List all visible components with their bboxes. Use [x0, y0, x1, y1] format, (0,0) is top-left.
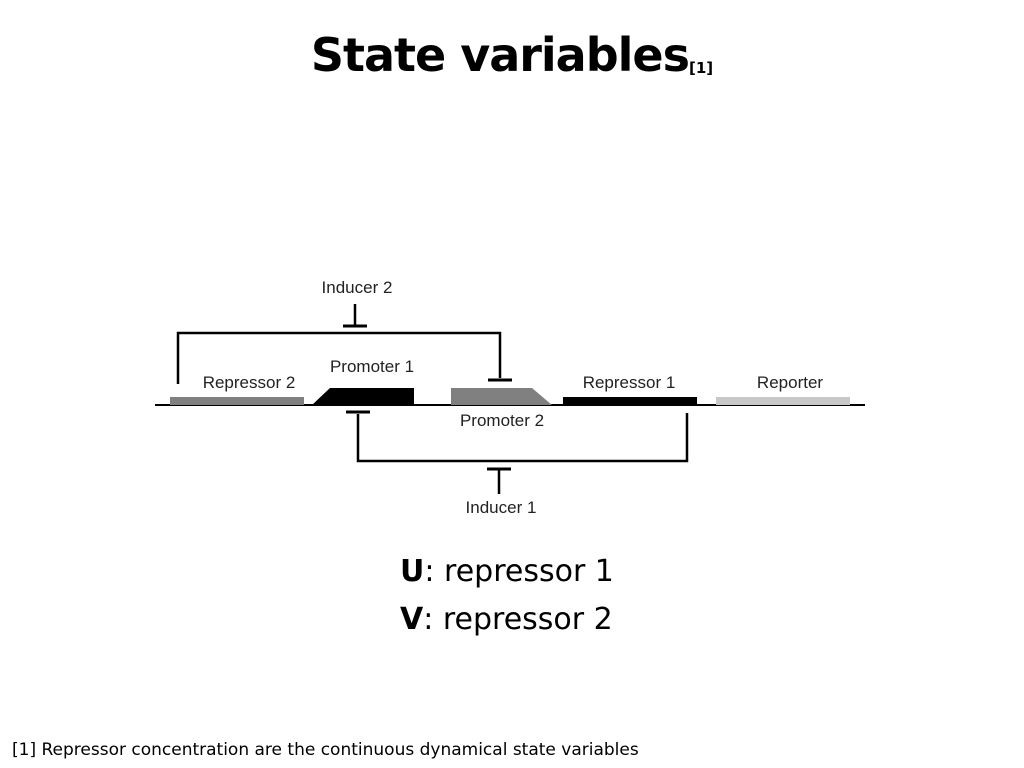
repressor2-label: Repressor 2	[203, 373, 296, 392]
title-reference: [1]	[689, 59, 714, 77]
repressor1-gene	[563, 397, 697, 405]
inducer2-label: Inducer 2	[322, 278, 393, 297]
promoter1-label: Promoter 1	[330, 357, 414, 376]
reporter-label: Reporter	[757, 373, 823, 392]
reporter-gene	[716, 397, 850, 405]
state-variable-definitions: U: repressor 1 V: repressor 2	[400, 548, 614, 644]
title-text: State variables	[310, 28, 690, 82]
definition-u-text: : repressor 1	[424, 554, 614, 589]
inducer1-label: Inducer 1	[466, 498, 537, 517]
definition-v-symbol: V	[400, 602, 424, 637]
promoter1-block	[312, 388, 414, 405]
slide-title: State variables[1]	[0, 28, 1024, 82]
definition-v-text: : repressor 2	[423, 602, 613, 637]
repressor2-gene	[170, 397, 304, 405]
repressor1-label: Repressor 1	[583, 373, 676, 392]
footnote: [1] Repressor concentration are the cont…	[12, 740, 639, 760]
definition-u-symbol: U	[400, 554, 425, 589]
promoter2-label: Promoter 2	[460, 411, 544, 430]
definition-u: U: repressor 1	[400, 548, 614, 596]
repression-arc-lower	[356, 413, 689, 463]
definition-v: V: repressor 2	[400, 596, 614, 644]
repression-arc-upper	[176, 331, 502, 384]
promoter2-block	[451, 388, 552, 405]
